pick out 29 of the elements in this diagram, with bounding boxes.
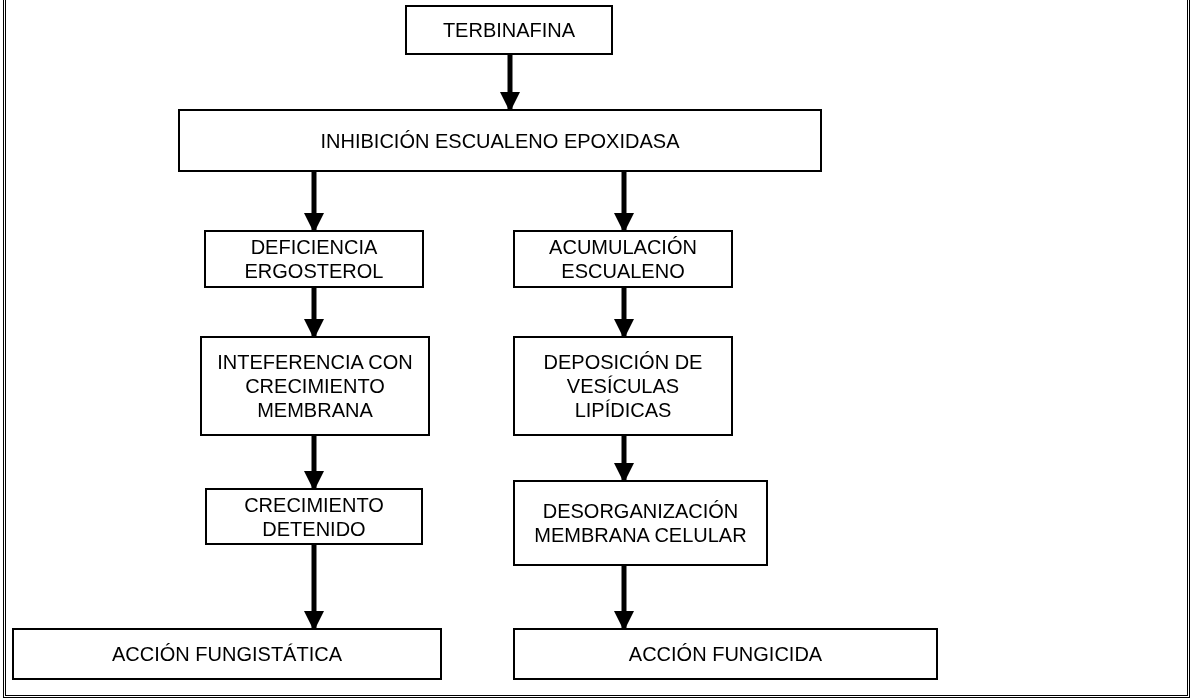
arrow bbox=[614, 436, 634, 483]
arrow bbox=[614, 172, 634, 233]
arrow bbox=[614, 566, 634, 631]
box-label: DEFICIENCIA ERGOSTEROL bbox=[243, 235, 385, 283]
arrow bbox=[500, 55, 520, 112]
box-label: DEPOSICIÓN DE VESÍCULAS LIPÍDICAS bbox=[542, 350, 704, 422]
process-box bbox=[200, 336, 430, 436]
process-box bbox=[204, 230, 424, 288]
process-box bbox=[513, 230, 733, 288]
box-label: INTEFERENCIA CON CRECIMIENTO MEMBRANA bbox=[216, 350, 414, 422]
box-label: TERBINAFINA bbox=[442, 18, 576, 42]
process-box bbox=[513, 336, 733, 436]
arrow bbox=[304, 288, 324, 339]
box-label: CRECIMIENTO DETENIDO bbox=[243, 492, 385, 541]
process-box bbox=[513, 480, 768, 566]
arrow bbox=[304, 172, 324, 233]
process-box bbox=[513, 628, 938, 680]
process-box bbox=[205, 488, 423, 545]
process-box bbox=[178, 109, 822, 172]
box-label: ACUMULACIÓN ESCUALENO bbox=[548, 235, 698, 283]
process-box bbox=[405, 5, 613, 55]
arrow bbox=[614, 288, 634, 339]
process-box bbox=[12, 628, 442, 680]
box-label: DESORGANIZACIÓN MEMBRANA CELULAR bbox=[533, 499, 748, 547]
box-label: ACCIÓN FUNGICIDA bbox=[628, 642, 823, 666]
box-label: INHIBICIÓN ESCUALENO EPOXIDASA bbox=[320, 128, 680, 153]
arrow bbox=[304, 436, 324, 491]
arrow bbox=[304, 545, 324, 631]
box-label: ACCIÓN FUNGISTÁTICA bbox=[112, 642, 342, 666]
